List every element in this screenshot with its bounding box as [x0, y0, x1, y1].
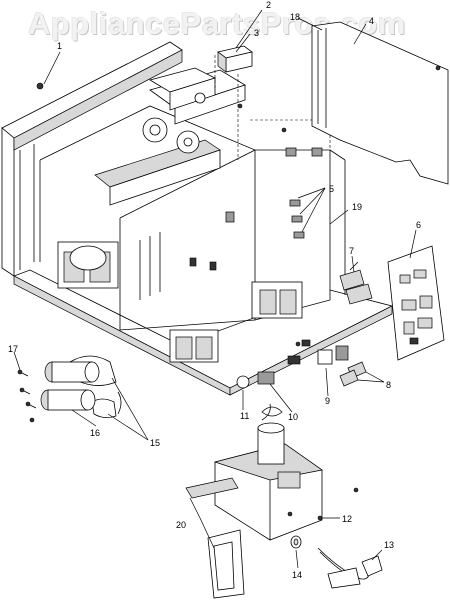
small-components: [236, 339, 311, 389]
callout-3: 3: [254, 28, 259, 38]
screws-misc: [36, 82, 301, 347]
rear-cover-panel: [311, 21, 449, 185]
relay-block: [217, 45, 253, 73]
callout-11: 11: [240, 411, 249, 421]
grommet: [290, 535, 302, 549]
callout-12: 12: [342, 514, 352, 524]
callout-2: 2: [266, 0, 271, 10]
air-duct-pieces: [185, 477, 245, 599]
fan-motor-assembly: [213, 403, 323, 541]
callout-labels: 1 2 3 4 5 6 7 8 9 10 11 12 13 14 15 16 1…: [8, 0, 421, 580]
callout-14: 14: [292, 570, 302, 580]
capacitors: [40, 361, 100, 411]
callout-1: 1: [57, 41, 62, 51]
callout-4: 4: [369, 16, 374, 26]
screws-12: [287, 487, 359, 521]
callout-13: 13: [384, 540, 394, 550]
capacitor-brackets: [69, 355, 122, 418]
callout-8: 8: [386, 380, 391, 390]
callout-15: 15: [150, 438, 160, 448]
callout-10: 10: [288, 412, 298, 422]
callout-16: 16: [90, 428, 100, 438]
connector-set: [339, 261, 373, 305]
callout-17: 17: [8, 344, 18, 354]
control-board: [387, 245, 445, 361]
callout-5: 5: [329, 184, 334, 194]
callout-19: 19: [352, 202, 362, 212]
callout-7: 7: [349, 246, 354, 256]
power-cord: [317, 547, 383, 589]
leader-lines: [13, 9, 417, 569]
callout-20: 20: [176, 520, 186, 530]
callout-18: 18: [290, 12, 300, 22]
callout-6: 6: [416, 220, 421, 230]
callout-9: 9: [325, 396, 330, 406]
screws-17: [17, 369, 37, 423]
